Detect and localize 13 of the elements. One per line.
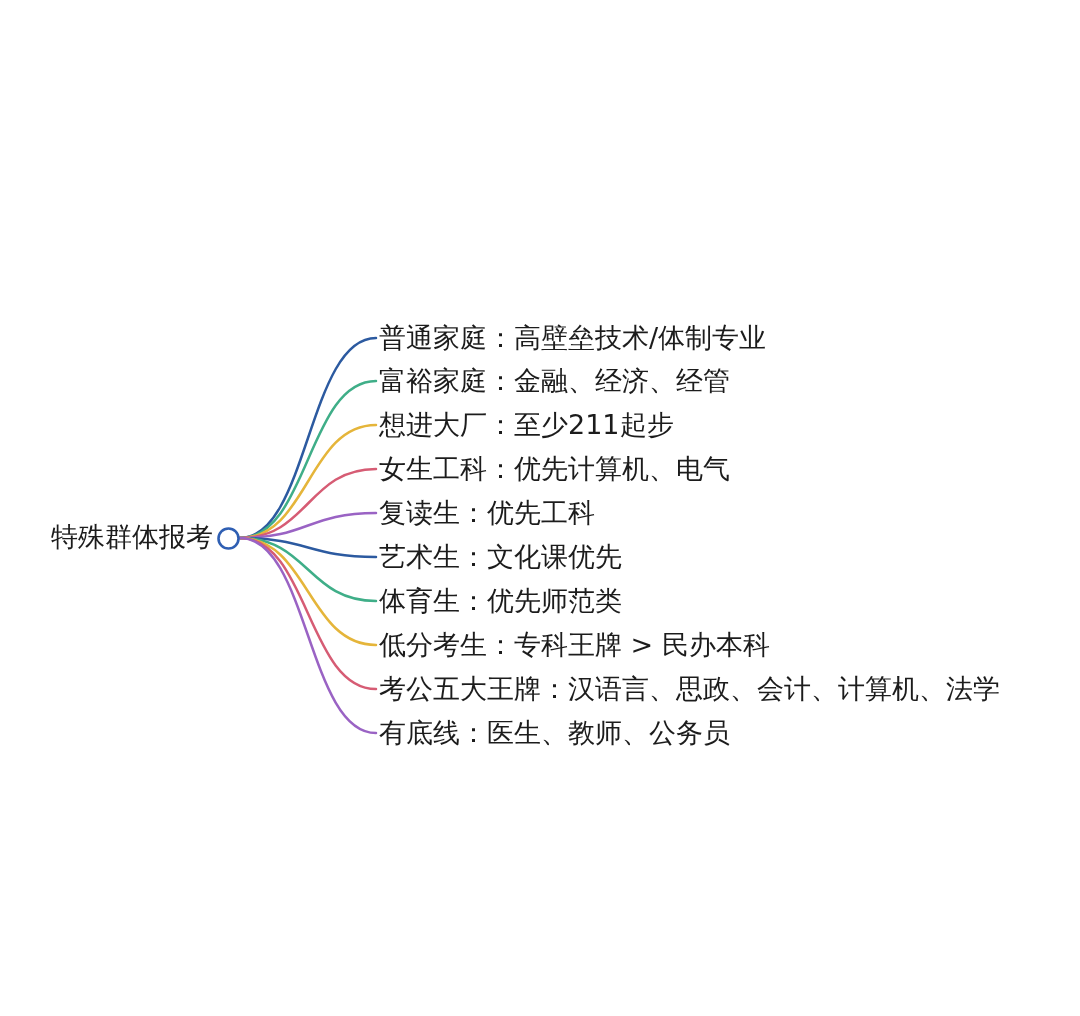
- branch-label: 体育生：优先师范类: [379, 584, 622, 618]
- branch-label: 有底线：医生、教师、公务员: [379, 716, 730, 750]
- branch-label: 女生工科：优先计算机、电气: [379, 452, 730, 486]
- branch-label: 富裕家庭：金融、经济、经管: [379, 364, 730, 398]
- branch-label: 艺术生：文化课优先: [379, 540, 622, 574]
- branch-curve: [238, 536, 378, 735]
- topic-label: 特殊群体报考: [51, 520, 213, 554]
- branch-label: 低分考生：专科王牌 > 民办本科: [379, 628, 770, 662]
- branch-label: 普通家庭：高壁垒技术/体制专业: [379, 321, 767, 355]
- branch-label: 考公五大王牌：汉语言、思政、会计、计算机、法学: [379, 672, 1000, 706]
- topic-circle: [217, 526, 240, 550]
- branch-label: 想进大厂：至少211起步: [379, 408, 674, 442]
- branch-label: 复读生：优先工科: [379, 496, 595, 530]
